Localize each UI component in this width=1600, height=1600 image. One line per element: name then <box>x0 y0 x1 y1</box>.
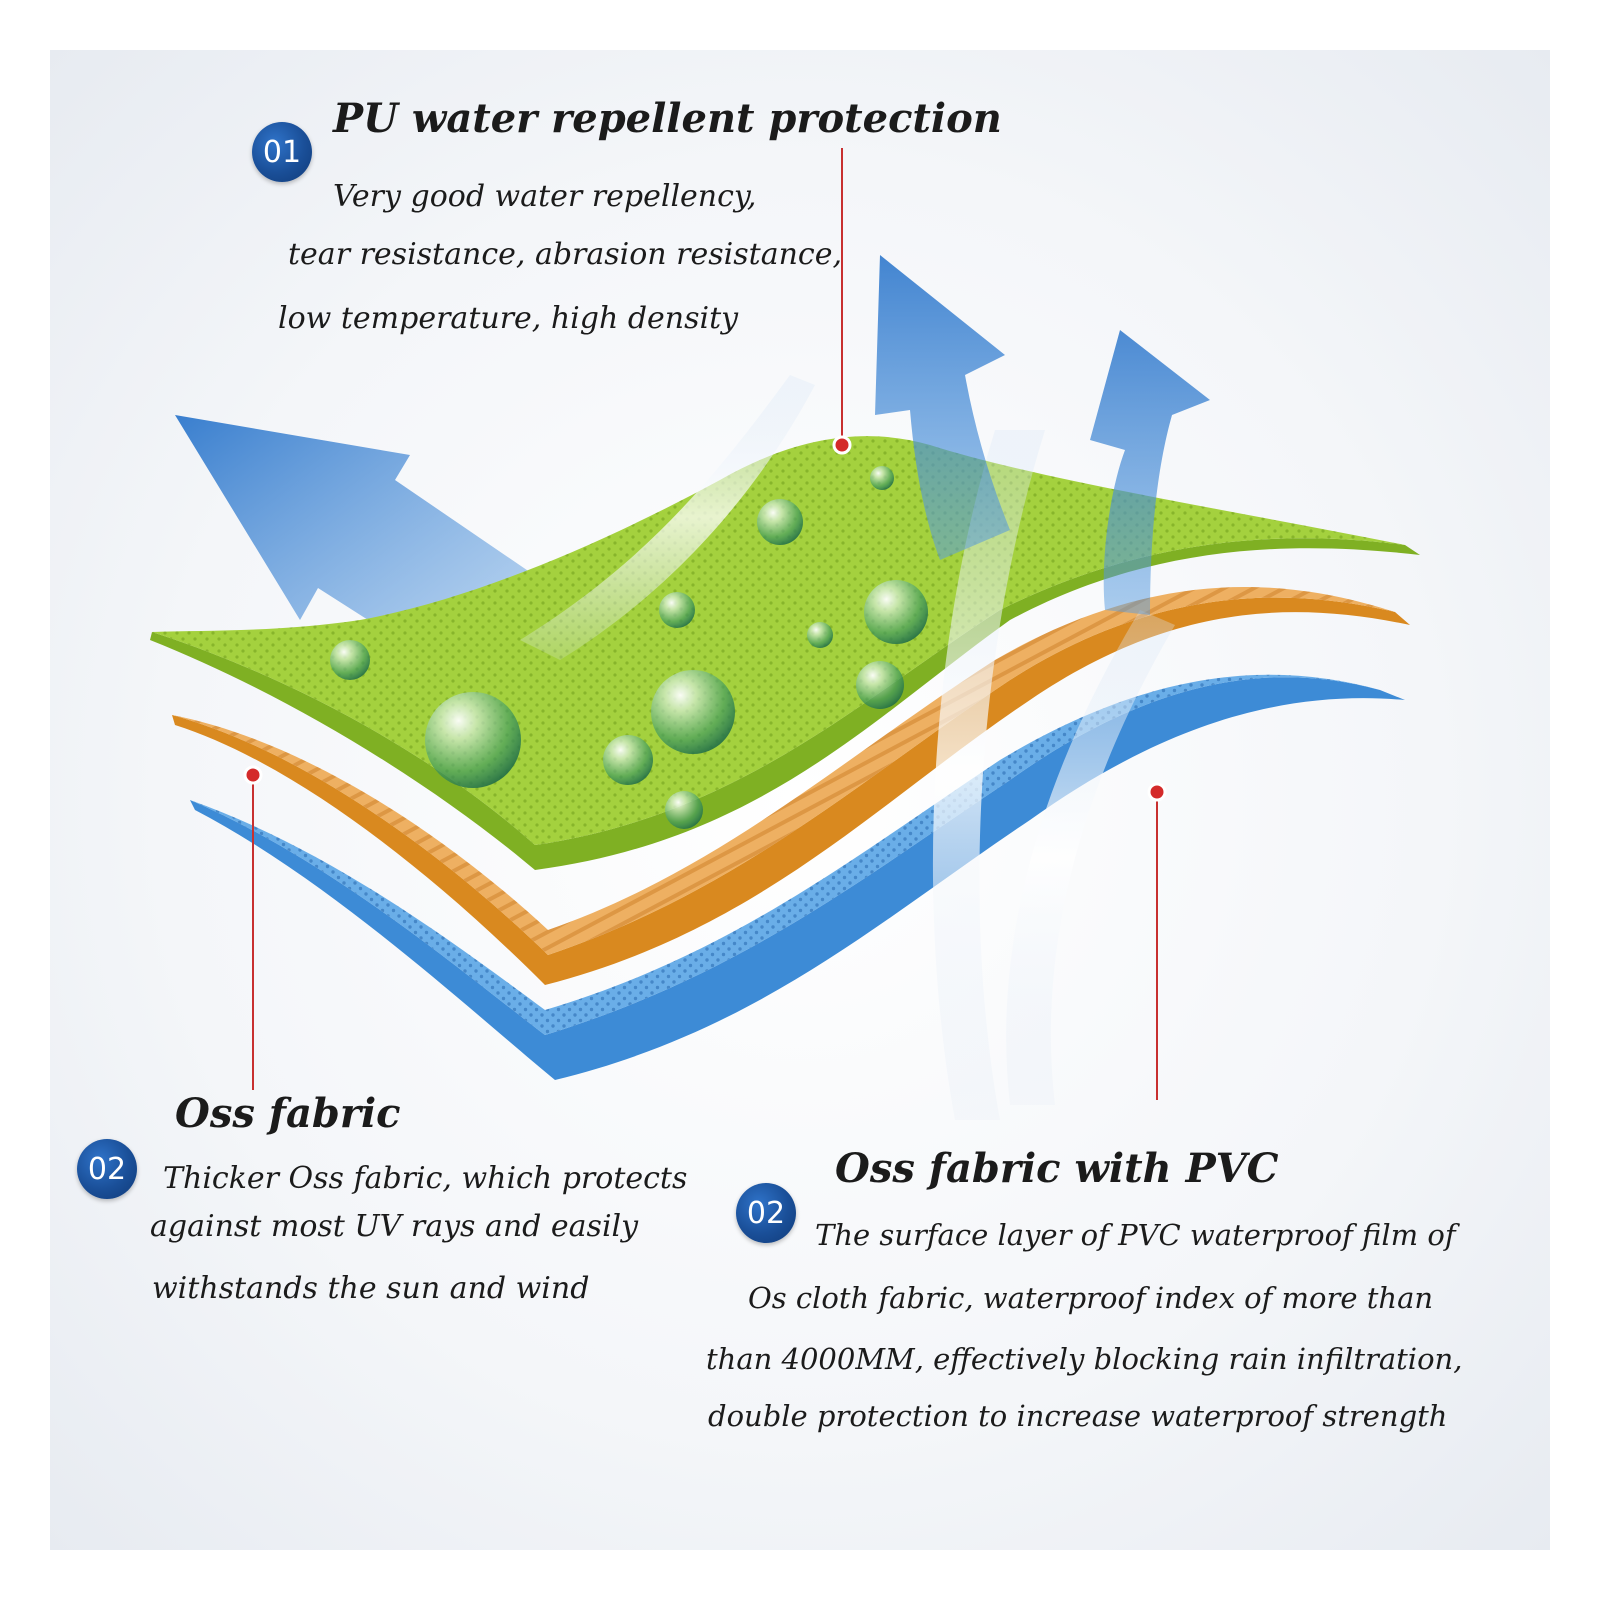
airflow-arrow-icon-center <box>875 255 1010 560</box>
section-3-line-3: than 4000MM, effectively blocking rain i… <box>706 1342 1463 1376</box>
callout-pvc <box>1147 782 1167 1100</box>
water-droplet-icon <box>807 622 833 648</box>
water-droplet-icon <box>665 791 703 829</box>
water-droplet-icon <box>651 670 735 754</box>
section-2-line-3: withstands the sun and wind <box>152 1271 590 1306</box>
section-3-line-4: double protection to increase waterproof… <box>708 1399 1448 1433</box>
section-1-line-3: low temperature, high density <box>278 301 739 336</box>
water-droplet-icon <box>856 661 904 709</box>
section-2-title: Oss fabric <box>175 1090 401 1137</box>
badge-section-3: 02 <box>736 1183 796 1243</box>
callout-oss <box>243 765 263 1090</box>
section-1-title: PU water repellent protection <box>333 95 1002 142</box>
badge-section-2: 02 <box>77 1139 137 1199</box>
airflow-arrow-icon-right <box>1090 330 1210 615</box>
badge-section-1: 01 <box>252 122 312 182</box>
callout-pu <box>832 148 852 455</box>
section-1-line-2: tear resistance, abrasion resistance, <box>288 237 843 272</box>
water-droplet-icon <box>425 692 521 788</box>
airflow-ribbon-center <box>932 430 1045 1120</box>
section-2-line-1: Thicker Oss fabric, which protects <box>163 1161 688 1196</box>
water-droplet-icon <box>864 580 928 644</box>
section-3-line-1: The surface layer of PVC waterproof film… <box>815 1218 1456 1252</box>
water-droplet-icon <box>330 640 370 680</box>
airflow-ribbon-left <box>520 375 815 660</box>
section-1-line-1: Very good water repellency, <box>333 179 757 214</box>
water-droplet-icon <box>870 466 894 490</box>
section-3-line-2: Os cloth fabric, waterproof index of mor… <box>748 1281 1434 1315</box>
water-droplet-icon-group <box>330 466 928 829</box>
airflow-ribbon-right <box>1006 610 1175 1105</box>
water-droplet-icon <box>757 499 803 545</box>
water-droplet-icon <box>603 735 653 785</box>
section-2-line-2: against most UV rays and easily <box>150 1209 639 1244</box>
water-droplet-icon <box>659 592 695 628</box>
section-3-title: Oss fabric with PVC <box>835 1145 1279 1192</box>
